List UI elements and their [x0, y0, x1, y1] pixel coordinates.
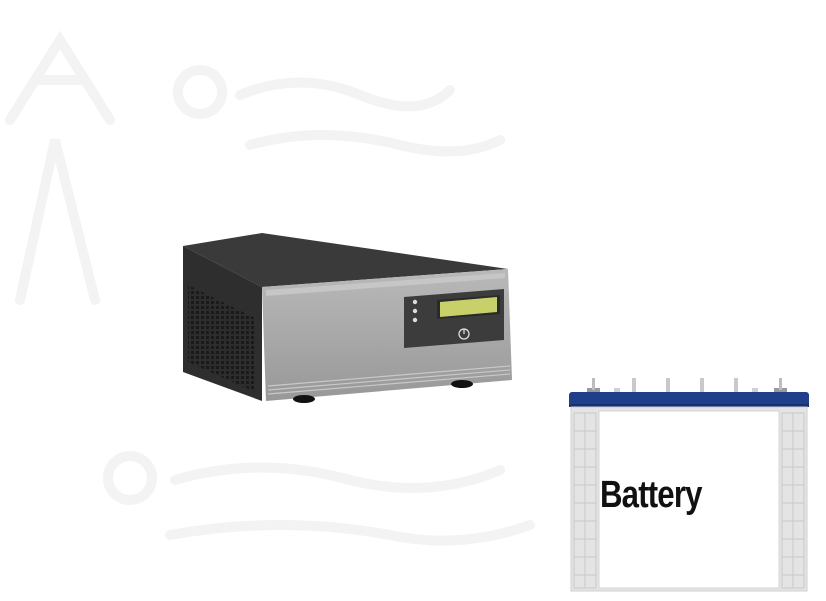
- power-button-icon[interactable]: [458, 328, 470, 340]
- battery-side-ribs: [573, 412, 805, 589]
- inverter-vent-grille: [188, 285, 255, 392]
- status-led-icon: [412, 317, 418, 323]
- battery-device: [569, 378, 809, 592]
- battery-label-panel: [598, 410, 780, 589]
- battery-label: Battery: [600, 474, 702, 516]
- faded-background-art: [5, 30, 535, 546]
- inverter-device: [183, 233, 512, 403]
- inverter-foot: [451, 380, 473, 388]
- lcd-screen: [440, 297, 497, 317]
- inverter-top: [183, 233, 508, 287]
- status-led-icon: [412, 308, 418, 314]
- battery-lid: [569, 392, 809, 407]
- status-led-icon: [412, 299, 418, 305]
- inverter-foot: [293, 395, 315, 403]
- inverter-front-stripes: [267, 365, 511, 395]
